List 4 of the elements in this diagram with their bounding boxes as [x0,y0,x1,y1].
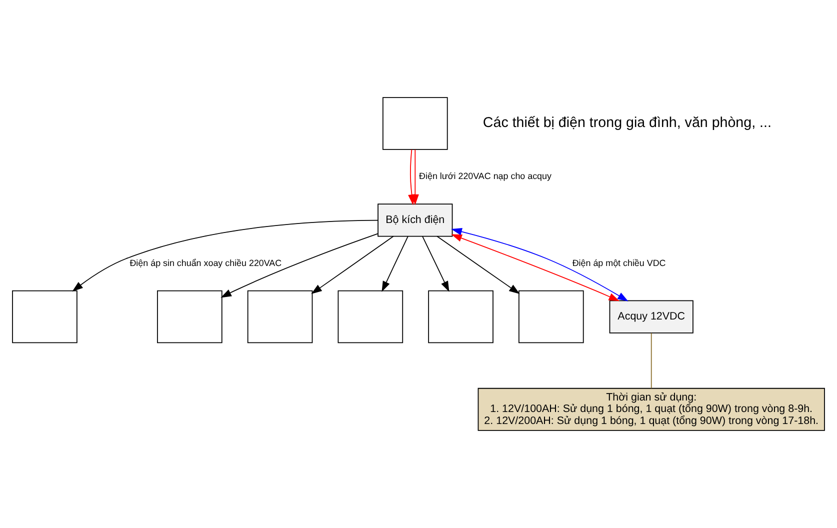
edge-label: Điện áp sin chuẩn xoay chiều 220VAC [130,258,282,268]
edge-label: Điện áp một chiều VDC [572,258,666,268]
edge-label: Điện lưới 220VAC nạp cho acquy [419,171,552,181]
label: Các thiết bị điện trong gia đình, văn phòng, ... [482,114,772,131]
